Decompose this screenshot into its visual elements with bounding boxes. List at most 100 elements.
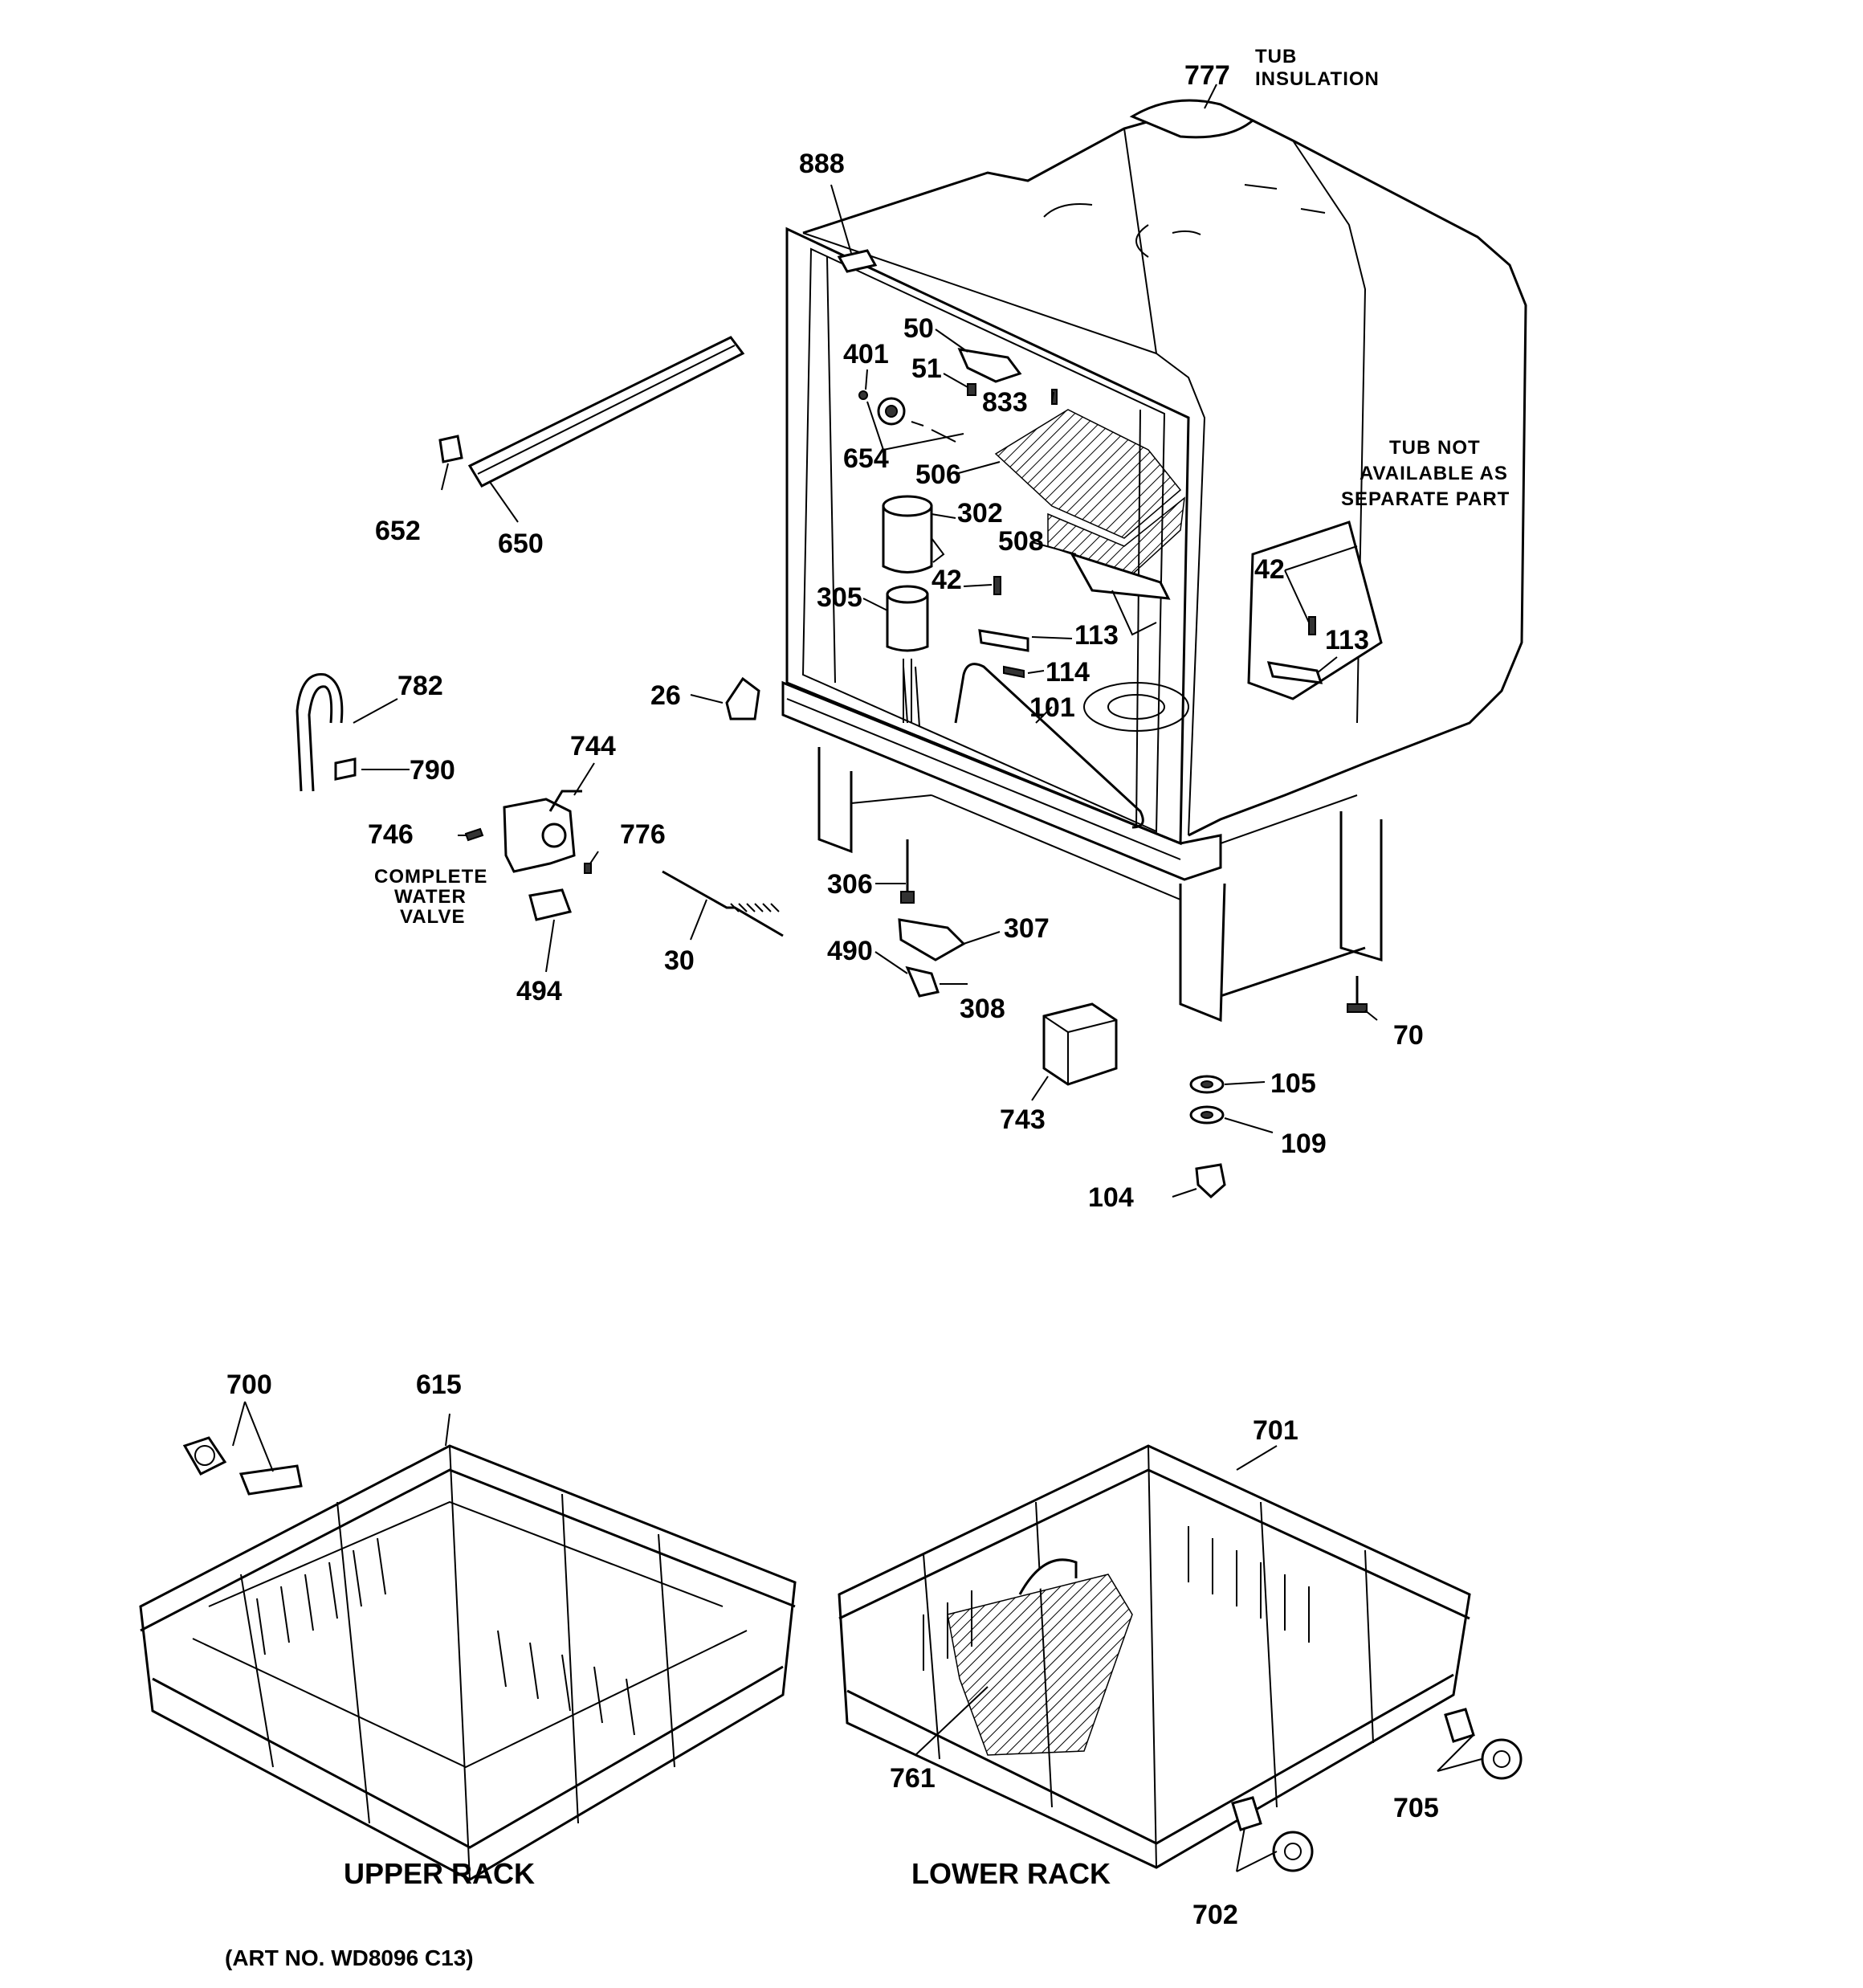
captions: UPPER RACK LOWER RACK (ART NO. WD8096 C1… bbox=[225, 1857, 1111, 1970]
label-26: 26 bbox=[650, 680, 681, 711]
note-complete-water-valve-line2: WATER bbox=[394, 886, 467, 908]
label-700: 700 bbox=[226, 1370, 272, 1400]
part-42-screw-inner bbox=[993, 576, 1001, 595]
tub-insulation-pad bbox=[1129, 99, 1255, 139]
upper-rack-tines bbox=[256, 1537, 635, 1736]
part-113-clip-inner bbox=[978, 629, 1029, 652]
part-702-clip bbox=[1231, 1796, 1262, 1831]
caption-upper-rack: UPPER RACK bbox=[344, 1857, 535, 1890]
label-113-inner: 113 bbox=[1074, 620, 1119, 651]
label-650: 650 bbox=[498, 529, 544, 559]
part-700-clip bbox=[238, 1464, 303, 1496]
part-401 bbox=[858, 390, 868, 400]
part-790 bbox=[334, 757, 357, 781]
label-702: 702 bbox=[1192, 1900, 1238, 1930]
label-490: 490 bbox=[827, 936, 873, 966]
note-complete-water-valve-line3: VALVE bbox=[400, 906, 465, 928]
label-105: 105 bbox=[1270, 1068, 1316, 1099]
label-308: 308 bbox=[960, 994, 1005, 1024]
part-700-roller bbox=[182, 1436, 227, 1476]
part-104-foot bbox=[1195, 1163, 1226, 1199]
part-307-switch bbox=[898, 918, 966, 961]
label-744: 744 bbox=[570, 731, 616, 761]
label-701: 701 bbox=[1253, 1415, 1298, 1446]
note-tub-insulation-line2: INSULATION bbox=[1255, 68, 1380, 90]
label-109: 109 bbox=[1281, 1129, 1327, 1159]
lower-rack bbox=[838, 1444, 1523, 1872]
label-888: 888 bbox=[799, 149, 845, 179]
label-30: 30 bbox=[664, 945, 695, 976]
label-113-side: 113 bbox=[1325, 625, 1369, 655]
label-652: 652 bbox=[375, 516, 421, 546]
label-401: 401 bbox=[843, 339, 889, 369]
label-761: 761 bbox=[890, 1763, 936, 1794]
part-42-screw-side bbox=[1308, 616, 1316, 635]
part-776 bbox=[584, 863, 592, 874]
part-744-valve bbox=[503, 798, 576, 873]
note-complete-water-valve-line1: COMPLETE bbox=[374, 866, 487, 888]
label-833: 833 bbox=[982, 387, 1028, 418]
part-302-cylinder bbox=[882, 504, 933, 574]
part-494 bbox=[528, 888, 572, 921]
part-305-cylinder bbox=[886, 593, 929, 652]
notes: TUB INSULATION TUB NOT AVAILABLE AS SEPA… bbox=[374, 46, 1510, 928]
part-506-housing bbox=[994, 409, 1182, 539]
tub-front-leg-left bbox=[817, 747, 853, 854]
label-51: 51 bbox=[911, 353, 942, 384]
upper-rack-outline bbox=[139, 1444, 797, 1881]
part-26 bbox=[725, 676, 760, 720]
label-494: 494 bbox=[516, 976, 562, 1006]
note-tub-not-available-line2: AVAILABLE AS bbox=[1360, 463, 1508, 484]
label-307: 307 bbox=[1004, 913, 1050, 944]
tub-front-frame bbox=[785, 227, 1190, 846]
leader-lines bbox=[232, 84, 1482, 1872]
part-508-tray bbox=[1069, 552, 1171, 600]
label-42-side: 42 bbox=[1254, 554, 1285, 585]
loose-parts bbox=[296, 336, 1368, 1199]
sump-outline bbox=[1083, 682, 1189, 732]
tub-rear-leg bbox=[1339, 811, 1383, 962]
note-tub-not-available-line3: SEPARATE PART bbox=[1341, 488, 1510, 510]
tub-assembly bbox=[781, 99, 1527, 1023]
tub-side-panel bbox=[1247, 520, 1383, 700]
label-50: 50 bbox=[903, 313, 934, 344]
label-705: 705 bbox=[1393, 1793, 1439, 1823]
part-30-spring bbox=[662, 870, 784, 937]
heater-element bbox=[954, 663, 1144, 829]
label-743: 743 bbox=[1000, 1104, 1046, 1135]
part-114 bbox=[1003, 665, 1025, 679]
part-743-box bbox=[1042, 1002, 1118, 1086]
part-702-wheel bbox=[1272, 1831, 1314, 1872]
part-746-screw bbox=[464, 827, 484, 842]
part-51-screw bbox=[967, 383, 976, 396]
label-776: 776 bbox=[620, 819, 666, 850]
label-777: 777 bbox=[1184, 60, 1230, 91]
tub-body bbox=[802, 111, 1527, 837]
note-tub-not-available-line1: TUB NOT bbox=[1389, 437, 1481, 459]
label-790: 790 bbox=[410, 755, 455, 786]
label-782: 782 bbox=[397, 671, 443, 701]
tub-base-rail bbox=[781, 680, 1222, 881]
caption-lower-rack: LOWER RACK bbox=[911, 1857, 1111, 1890]
tub-small-parts bbox=[725, 249, 1323, 723]
upper-rack bbox=[139, 1436, 797, 1881]
label-305: 305 bbox=[817, 582, 862, 613]
tub-leg-brace bbox=[1220, 946, 1366, 998]
label-42-inner: 42 bbox=[932, 565, 962, 595]
label-302: 302 bbox=[957, 498, 1003, 529]
note-tub-insulation-line1: TUB bbox=[1255, 46, 1297, 67]
label-306: 306 bbox=[827, 869, 873, 900]
label-114: 114 bbox=[1046, 657, 1090, 688]
label-615: 615 bbox=[416, 1370, 462, 1400]
tub-side-edge bbox=[802, 232, 1206, 836]
part-705-clip bbox=[1444, 1708, 1475, 1743]
part-50-bracket bbox=[957, 348, 1022, 383]
part-782-hose bbox=[296, 673, 344, 792]
label-101: 101 bbox=[1029, 692, 1075, 723]
part-113-clip-side bbox=[1266, 661, 1323, 684]
label-654: 654 bbox=[843, 443, 889, 474]
label-506: 506 bbox=[915, 459, 961, 490]
label-70: 70 bbox=[1393, 1020, 1424, 1051]
label-104: 104 bbox=[1088, 1182, 1134, 1213]
